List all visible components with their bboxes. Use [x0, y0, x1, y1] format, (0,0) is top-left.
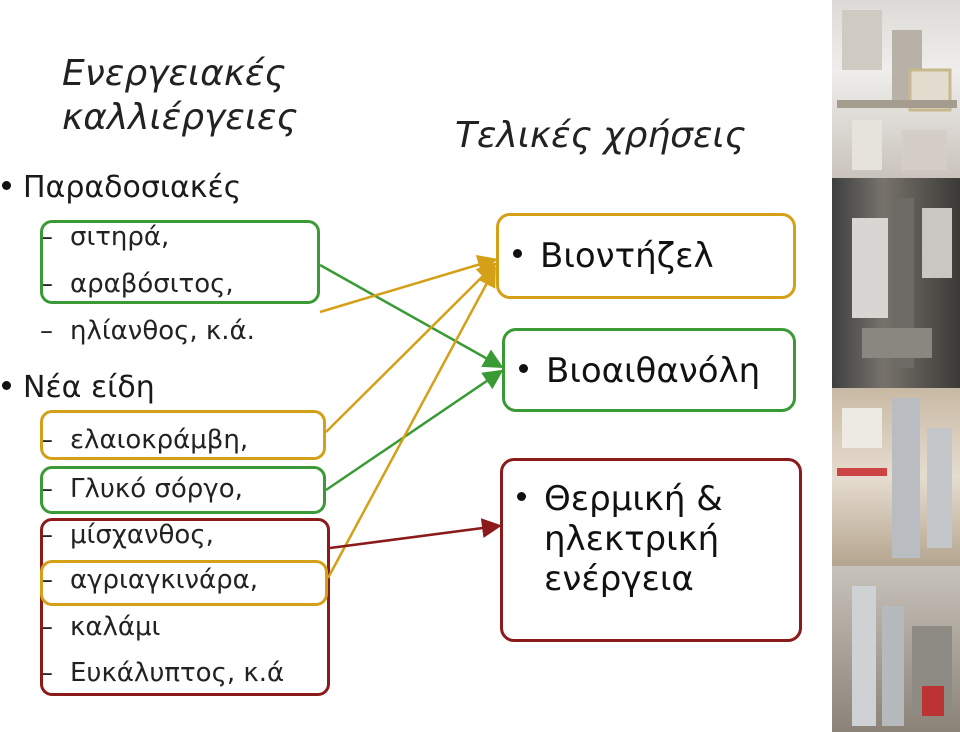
bioethanol-label: Βιοαιθανόλη	[546, 351, 761, 391]
left-title: Ενεργειακές καλλιέργειες	[62, 52, 298, 140]
item-text: ελαιοκράμβη,	[70, 425, 249, 455]
bullet-icon	[2, 381, 11, 390]
arrow-cardoon-to-biodiesel	[326, 266, 496, 579]
traditional-crops-box	[40, 220, 320, 304]
lab-photo	[832, 0, 960, 178]
list-item: –Ευκάλυπτος, κ.ά	[40, 658, 285, 688]
rapeseed-box	[40, 410, 326, 460]
reactor-photo-illustration	[852, 198, 952, 368]
list-item: –Γλυκό σόργο,	[40, 474, 243, 504]
item-text: ηλίανθος, κ.ά.	[70, 316, 255, 346]
arrow-lignocellulosic-to-thermal	[329, 518, 502, 550]
cardoon-box	[40, 560, 328, 606]
boiler-photo	[832, 388, 960, 566]
arrow-traditional-to-biodiesel	[319, 255, 498, 314]
lab-photo-illustration	[837, 10, 957, 170]
item-text: καλάμι	[70, 612, 161, 642]
plant-photo	[832, 566, 960, 732]
group-new-label: Νέα είδη	[2, 370, 155, 406]
biodiesel-label: Βιοντήζελ	[540, 236, 714, 276]
arrow-rapeseed-to-biodiesel	[325, 262, 497, 433]
left-title-line2: καλλιέργειες	[62, 97, 298, 138]
bullet-icon	[513, 249, 522, 258]
boiler-photo-illustration	[837, 398, 952, 558]
group-traditional-text: Παραδοσιακές	[23, 170, 242, 205]
left-title-line1: Ενεργειακές	[62, 53, 286, 94]
item-text: αραβόσιτος,	[70, 269, 234, 299]
list-item: –καλάμι	[40, 612, 161, 642]
arrow-traditional-to-bioethanol	[319, 263, 504, 368]
item-text: αγριαγκινάρα,	[70, 565, 259, 595]
sorghum-box	[40, 466, 326, 514]
biodiesel-box: Βιοντήζελ	[496, 213, 796, 299]
bullet-icon	[517, 492, 526, 501]
group-traditional-label: Παραδοσιακές	[2, 170, 241, 206]
bullet-icon	[2, 181, 11, 190]
thermal-line1: Θερμική &	[544, 479, 723, 519]
list-item: –ηλίανθος, κ.ά.	[40, 316, 255, 346]
list-item: –αραβόσιτος,	[40, 269, 234, 299]
group-new-text: Νέα είδη	[23, 370, 155, 405]
bioethanol-box: Βιοαιθανόλη	[502, 328, 796, 412]
item-text: μίσχανθος,	[70, 520, 214, 550]
list-item: –ελαιοκράμβη,	[40, 425, 249, 455]
item-text: σιτηρά,	[70, 222, 170, 252]
lignocellulosic-box	[40, 518, 330, 696]
thermal-line3: ενέργεια	[544, 559, 694, 599]
item-text: Ευκάλυπτος, κ.ά	[70, 658, 285, 688]
plant-photo-illustration	[852, 586, 952, 726]
item-text: Γλυκό σόργο,	[70, 474, 243, 504]
arrow-sorghum-to-bioethanol	[325, 369, 504, 492]
bullet-icon	[519, 364, 528, 373]
connector-arrows	[319, 255, 504, 579]
thermal-line2: ηλεκτρική	[544, 519, 720, 559]
thermal-electric-box: Θερμική & ηλεκτρική ενέργεια	[500, 458, 802, 642]
reactor-photo	[832, 178, 960, 388]
list-item: –αγριαγκινάρα,	[40, 565, 259, 595]
right-title: Τελικές χρήσεις	[455, 115, 746, 156]
